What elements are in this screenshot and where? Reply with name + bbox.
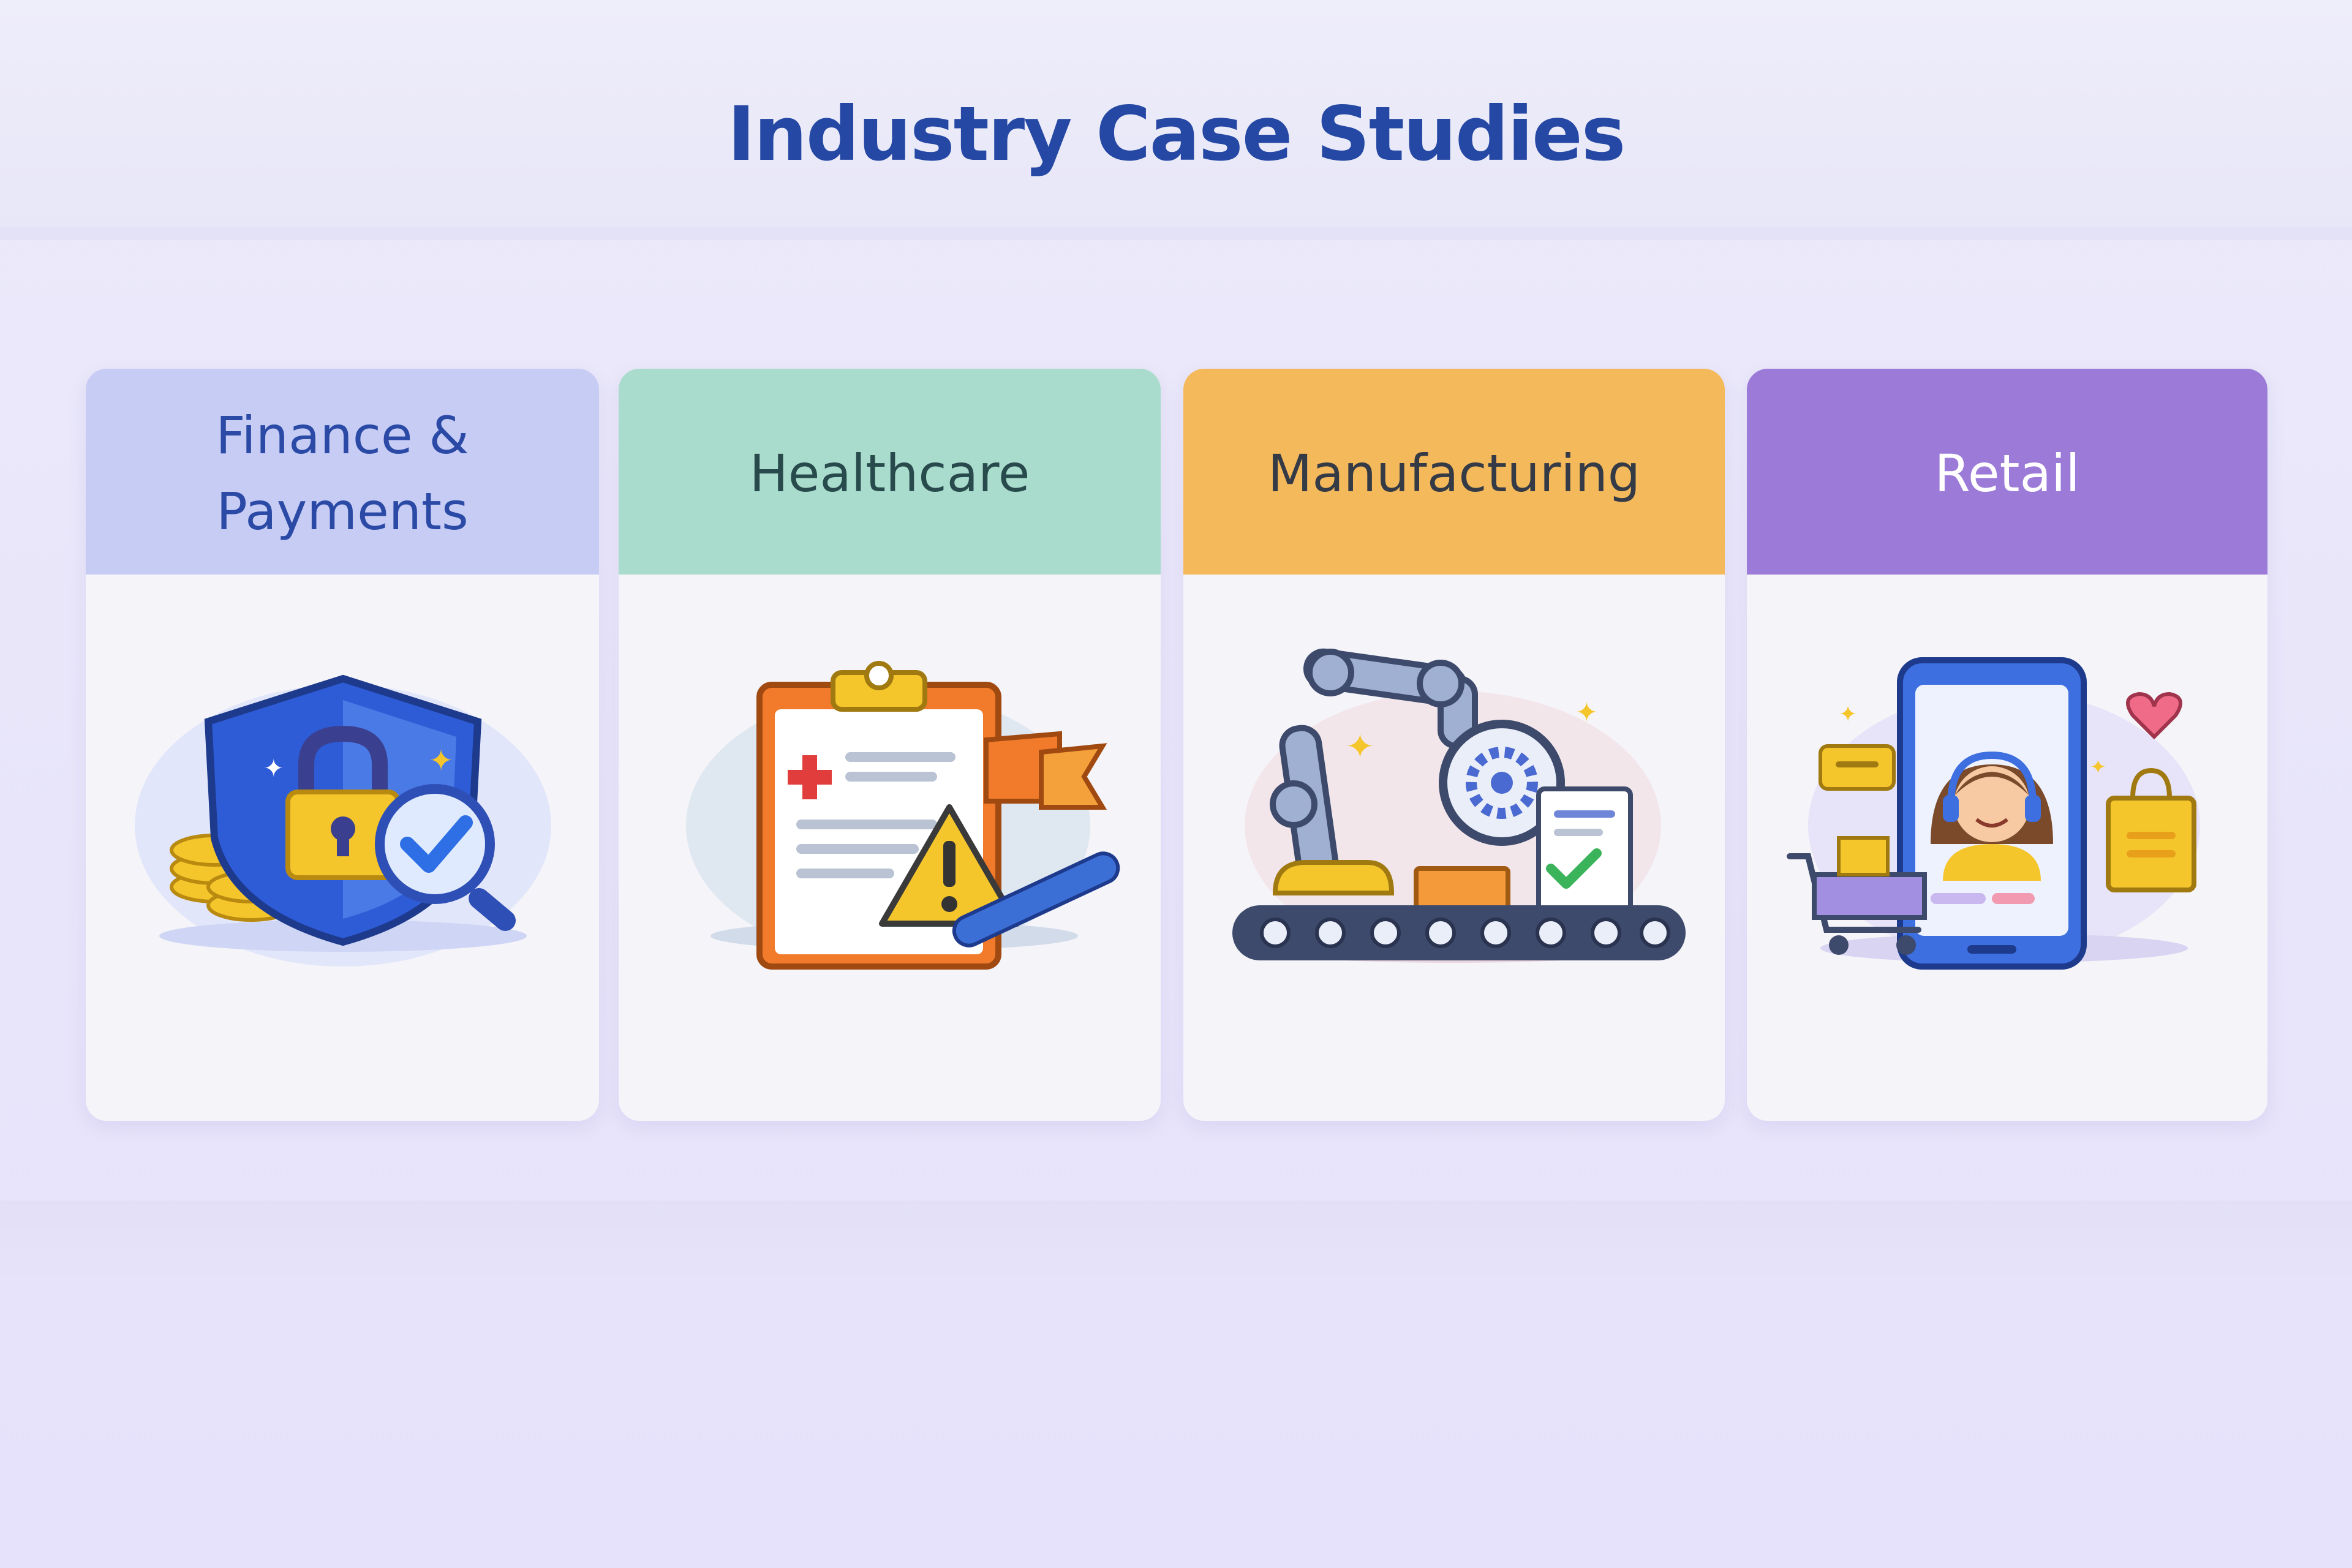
svg-text:✦: ✦ [1839, 702, 1857, 727]
page-title: Industry Case Studies [727, 91, 1626, 178]
card-body-manufacturing: ✦ ✦ [1183, 575, 1725, 1121]
card-retail[interactable]: Retail [1747, 369, 2267, 1121]
svg-text:✦: ✦ [2090, 755, 2106, 778]
shopping-phone-assistant-icon: ✦ ✦ [1747, 642, 2267, 985]
shield-lock-coins-icon: ✦ ✦ [86, 642, 599, 985]
card-manufacturing[interactable]: Manufacturing [1183, 369, 1725, 1121]
lower-band [0, 1200, 2352, 1292]
svg-text:✦: ✦ [429, 744, 453, 778]
card-title-manufacturing: Manufacturing [1267, 443, 1641, 503]
card-title-retail: Retail [1934, 443, 2080, 503]
card-title-healthcare: Healthcare [749, 443, 1030, 503]
svg-text:✦: ✦ [1575, 697, 1598, 728]
card-header-finance: Finance & Payments [86, 369, 599, 575]
card-body-healthcare [619, 575, 1161, 1121]
clipboard-warning-icon [619, 642, 1161, 985]
robotic-arm-conveyor-icon: ✦ ✦ [1183, 642, 1725, 985]
card-body-retail: ✦ ✦ [1747, 575, 2267, 1121]
header-band [0, 0, 2352, 240]
card-finance[interactable]: Finance & Payments ✦ ✦ [86, 369, 599, 1121]
svg-text:✦: ✦ [1346, 727, 1374, 767]
card-header-retail: Retail [1747, 369, 2267, 575]
svg-text:✦: ✦ [263, 755, 284, 783]
card-title-finance: Finance & Payments [216, 405, 469, 541]
card-header-healthcare: Healthcare [619, 369, 1161, 575]
card-healthcare[interactable]: Healthcare [619, 369, 1161, 1121]
card-header-manufacturing: Manufacturing [1183, 369, 1725, 575]
card-body-finance: ✦ ✦ [86, 575, 599, 1121]
